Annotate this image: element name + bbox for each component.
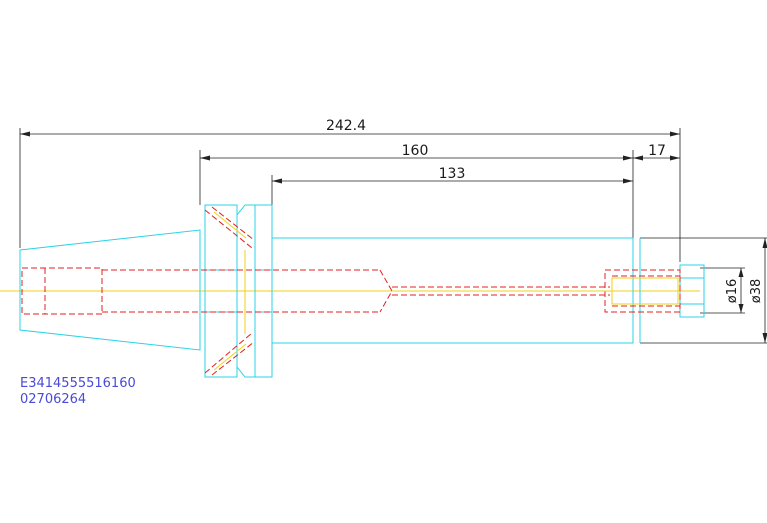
part-code: E3414555516160 [20,376,136,391]
hidden-lines [21,206,681,376]
dim-diameter-16: ø16 [725,279,740,304]
tool-outline [19,204,705,378]
part-number: 02706264 [20,392,86,407]
dim-diameter-38: ø38 [749,279,764,304]
dim-overall-length: 242.4 [326,118,366,134]
dim-body-length: 133 [439,166,466,182]
dimension-lines [19,128,767,344]
dim-gauge-length: 160 [402,143,429,159]
inner-details [213,211,679,371]
dim-tip-length: 17 [648,143,666,159]
